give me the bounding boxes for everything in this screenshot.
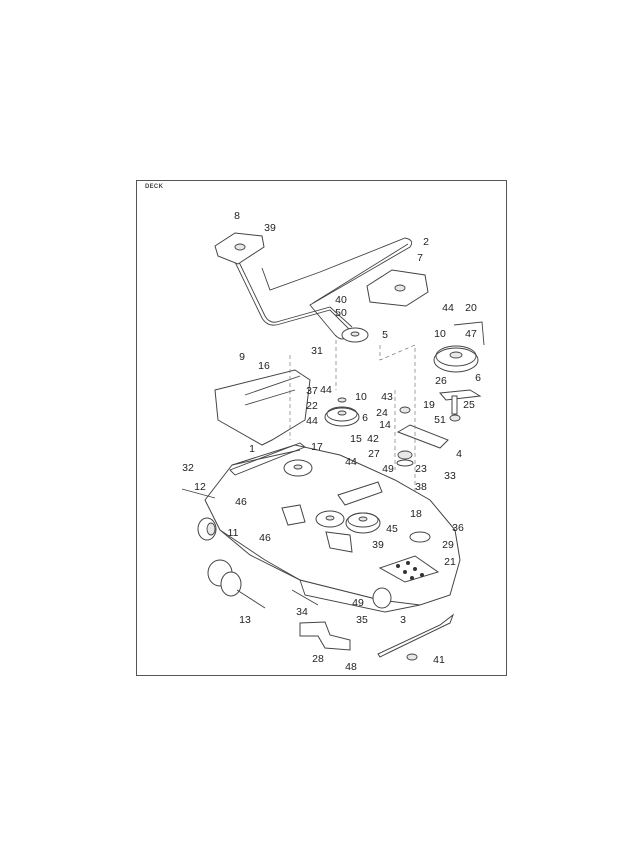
callout: 40: [335, 294, 347, 306]
center-bracket: [337, 481, 383, 506]
mower-blade-3: [377, 613, 455, 658]
spindle-pulley-center: [324, 407, 360, 427]
callout: 14: [379, 419, 391, 431]
callout: 47: [465, 328, 477, 340]
callout: 17: [311, 441, 323, 453]
spindle-pulley-right: [433, 347, 479, 373]
callout: 37: [306, 385, 318, 397]
callout: 45: [386, 523, 398, 535]
callout: 3: [400, 614, 406, 626]
callout: 8: [234, 210, 240, 222]
callout: 44: [345, 456, 357, 468]
callout: 38: [415, 481, 427, 493]
callout: 32: [182, 462, 194, 474]
callout: 42: [367, 433, 379, 445]
callout: 41: [433, 654, 445, 666]
callout: 23: [415, 463, 427, 475]
callout: 48: [345, 661, 357, 673]
callout: 15: [350, 433, 362, 445]
diagram-title: DECK: [145, 184, 164, 190]
callout: 18: [410, 508, 422, 520]
callout: 25: [463, 399, 475, 411]
callout: 10: [355, 391, 367, 403]
callout: 49: [382, 463, 394, 475]
callout: 50: [335, 307, 347, 319]
callout: 49: [352, 597, 364, 609]
diagram-frame: [136, 180, 507, 676]
callout: 39: [264, 222, 276, 234]
callout: 28: [312, 653, 324, 665]
callout: 20: [465, 302, 477, 314]
callout: 36: [452, 522, 464, 534]
callout: 35: [356, 614, 368, 626]
callout: 34: [296, 606, 308, 618]
callout: 11: [227, 527, 239, 539]
callout: 5: [382, 329, 388, 341]
callout: 1: [249, 443, 255, 455]
callout: 19: [423, 399, 435, 411]
callout: 33: [444, 470, 456, 482]
chute-28: [299, 621, 351, 651]
callout: 31: [311, 345, 323, 357]
idler-bracket-4: [396, 424, 449, 449]
callout: 7: [417, 252, 423, 264]
callout: 27: [368, 448, 380, 460]
deck-cover-9: [214, 369, 311, 446]
callout: 24: [376, 407, 388, 419]
callout: 9: [239, 351, 245, 363]
callout: 46: [235, 496, 247, 508]
callout: 46: [259, 532, 271, 544]
callout: 13: [239, 614, 251, 626]
callout: 10: [434, 328, 446, 340]
drive-belt: [234, 237, 413, 340]
callout: 44: [320, 384, 332, 396]
callout: 2: [423, 236, 429, 248]
callout: 44: [306, 415, 318, 427]
callout: 4: [456, 448, 462, 460]
front-bar-1: [229, 442, 306, 476]
callout: 21: [444, 556, 456, 568]
callout: 6: [362, 412, 368, 424]
callout: 51: [434, 414, 446, 426]
callout: 29: [442, 539, 454, 551]
callout: 6: [475, 372, 481, 384]
idler-arm-19: [438, 389, 482, 401]
callout: 26: [435, 375, 447, 387]
callout: 22: [306, 400, 318, 412]
callout: 39: [372, 539, 384, 551]
callout: 16: [258, 360, 270, 372]
callout: 44: [442, 302, 454, 314]
callout: 43: [381, 391, 393, 403]
callout: 12: [194, 481, 206, 493]
